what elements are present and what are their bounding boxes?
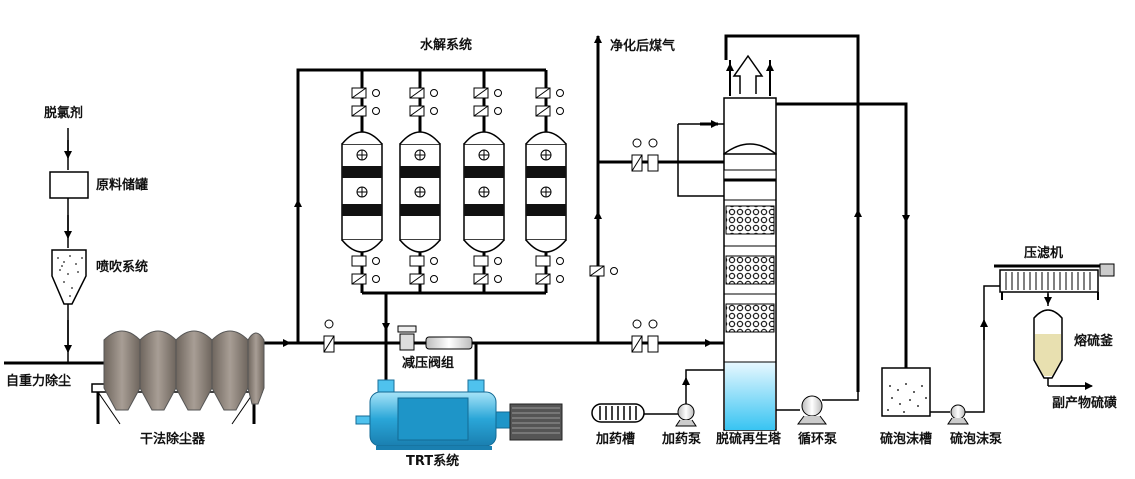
label-hydrolysis-system: 水解系统	[420, 38, 473, 53]
reactor-2	[399, 131, 441, 253]
label-pressure-valve-group: 减压阀组	[402, 356, 455, 371]
label-dechlorinator: 脱氯剂	[44, 106, 84, 121]
label-desulf-tower: 脱硫再生塔	[716, 432, 782, 447]
line-valves	[323, 138, 659, 353]
pressure-valve-group	[397, 325, 473, 351]
dechlorinator-feed	[49, 128, 89, 362]
label-sulfur-kettle: 熔硫釜	[1074, 334, 1114, 349]
hydrolysis-reactors	[341, 87, 618, 285]
spray-hopper	[51, 249, 87, 305]
reactor-4	[525, 131, 567, 253]
label-foam-pump: 硫泡沫泵	[950, 432, 1003, 447]
label-circulation-pump: 循环泵	[798, 432, 838, 447]
label-filter-press: 压滤机	[1024, 246, 1064, 261]
label-dosing-pump: 加药泵	[662, 432, 702, 447]
label-foam-tank: 硫泡沫槽	[880, 432, 933, 447]
label-from-gravity-dust: 自重力除尘	[6, 374, 72, 389]
label-byproduct: 副产物硫磺	[1052, 396, 1118, 411]
reactor-3	[463, 131, 505, 253]
reactor-1	[341, 131, 383, 253]
label-dry-dust-collector: 干法除尘器	[140, 432, 206, 447]
dry-dust-collector	[91, 330, 265, 425]
reactor-valves	[351, 87, 618, 285]
raw-tank-box	[49, 171, 89, 199]
label-dosing-tank: 加药槽	[596, 432, 636, 447]
label-spray-system: 喷吹系统	[96, 260, 149, 275]
label-raw-tank: 原料储罐	[96, 178, 149, 193]
trt-system	[355, 379, 563, 450]
desulf-tower	[677, 34, 910, 431]
foam-and-filter	[881, 263, 1115, 425]
label-trt-system: TRT系统	[406, 454, 460, 469]
dosing-equipment	[591, 369, 724, 427]
label-cleaned-gas: 净化后煤气	[610, 39, 676, 54]
